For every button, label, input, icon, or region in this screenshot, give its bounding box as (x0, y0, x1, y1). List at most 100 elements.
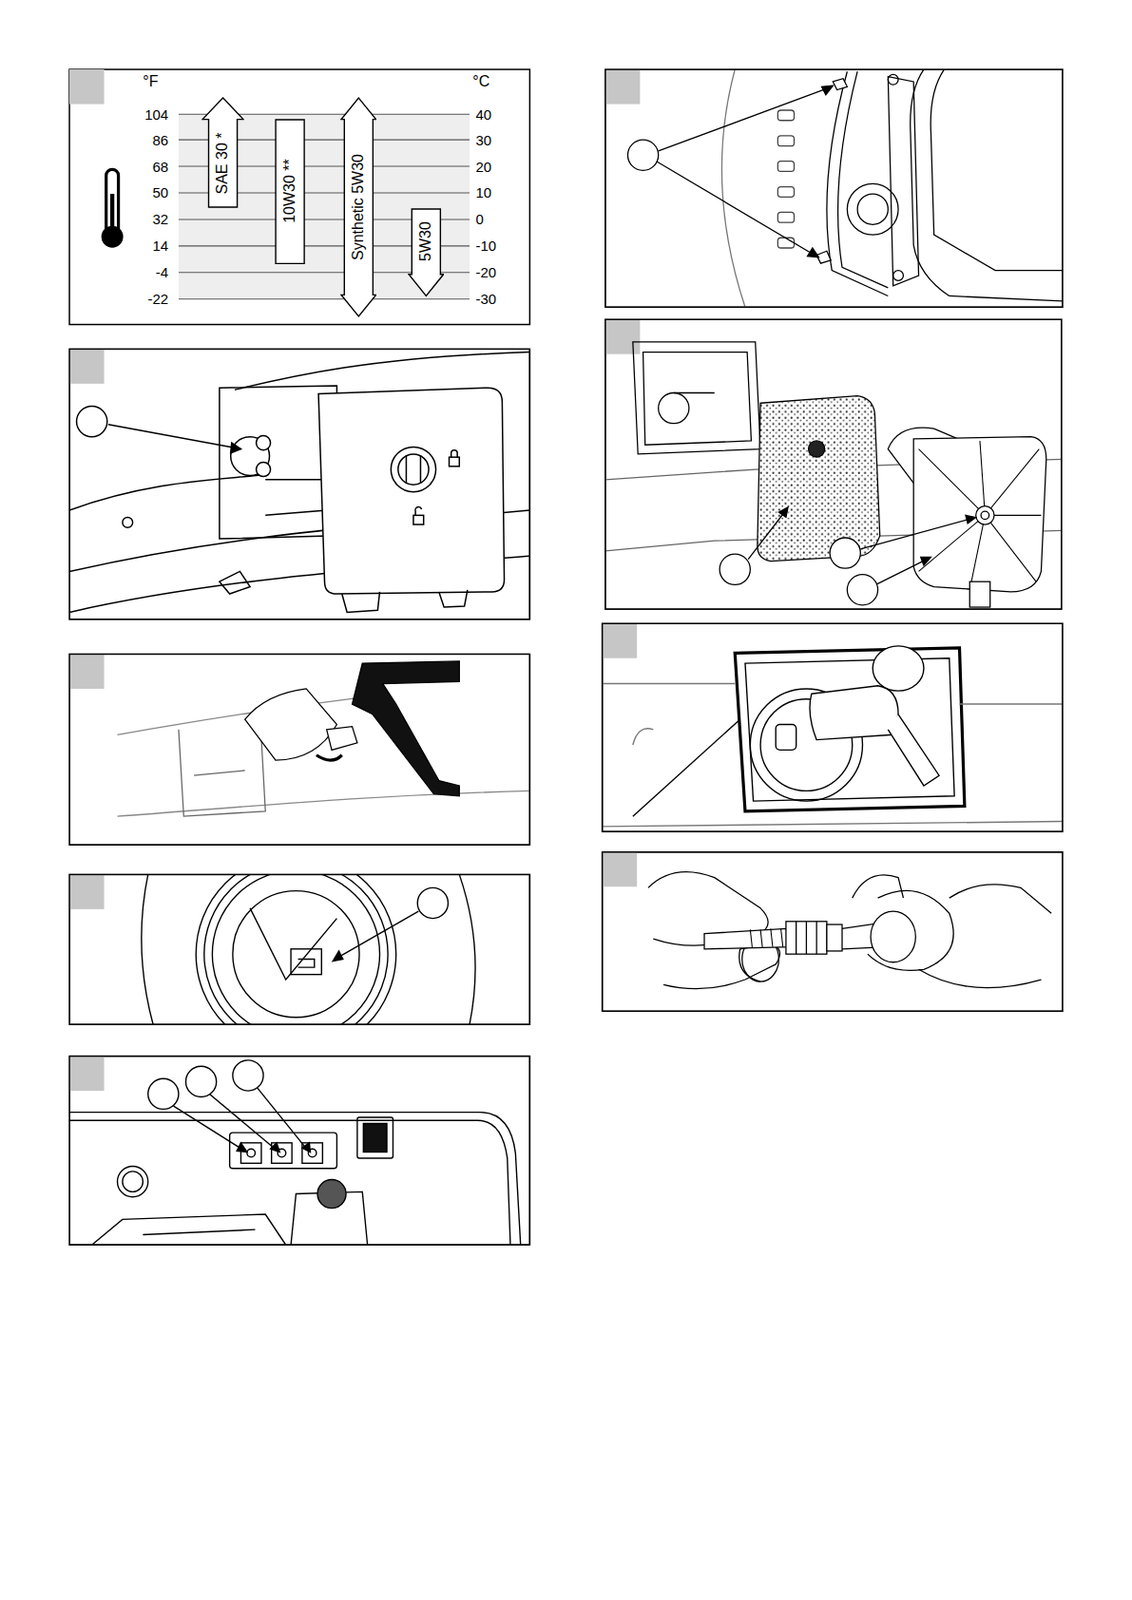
unit-label: °F (142, 74, 158, 90)
temperature-value: -4 (155, 265, 169, 280)
illustration-part (749, 928, 783, 948)
illustration-part (777, 187, 794, 198)
illustration-part (887, 714, 940, 787)
illustration-part (976, 506, 995, 525)
illustration-part (290, 949, 322, 976)
illustration-part (332, 951, 344, 962)
oil-cap-panel (69, 348, 530, 620)
illustration-part (980, 511, 990, 520)
temperature-value: 14 (153, 238, 170, 253)
oil-filling-panel (69, 653, 530, 845)
illustration-part (826, 71, 888, 296)
illustration-part (777, 110, 794, 249)
illustration-part (656, 161, 815, 256)
illustration-part (920, 556, 932, 566)
illustration-part (117, 1167, 149, 1198)
illustration-part (605, 319, 641, 355)
illustration-part (398, 454, 429, 485)
temperature-value: -30 (475, 291, 497, 307)
oil-range-arrow: SAE 30 * (201, 96, 245, 209)
cover-clips-panel (605, 69, 1063, 307)
illustration-part (69, 653, 530, 845)
unit-label: °C (472, 74, 490, 90)
illustration-part (142, 1229, 255, 1235)
illustration-part (69, 874, 105, 910)
illustration-part (69, 474, 266, 511)
illustration-part (302, 1143, 323, 1164)
illustration-part (919, 441, 1042, 591)
illustration-part (867, 890, 954, 971)
illustration-part (459, 874, 476, 1025)
illustration-part (69, 1056, 105, 1093)
temperature-value: -10 (475, 238, 497, 253)
illustration-part (757, 396, 881, 562)
oil-range-arrow: Synthetic 5W30 (340, 96, 378, 318)
illustration-part (69, 69, 105, 105)
illustration-part (211, 874, 380, 1025)
illustration-part (721, 69, 746, 307)
illustration-part (749, 929, 752, 948)
temperature-value: 86 (153, 133, 170, 148)
illustration-part (919, 449, 986, 517)
illustration-part (627, 139, 658, 171)
illustration-part (122, 1171, 143, 1192)
control-panel (69, 1056, 530, 1247)
illustration-part (352, 661, 461, 797)
illustration-part (69, 1120, 511, 1246)
illustration-part (829, 537, 861, 569)
illustration-part (760, 929, 763, 948)
illustration-part (910, 69, 1063, 302)
illustration-part (770, 928, 773, 947)
illustration-part (984, 449, 1039, 517)
illustration-part (806, 248, 819, 258)
illustration-part (930, 69, 1063, 271)
illustration-part (872, 646, 924, 691)
illustration-part (852, 875, 904, 899)
spark-plug-access-panel (602, 623, 1063, 832)
illustration-part (648, 872, 768, 935)
illustration-part (786, 921, 827, 955)
fill-neck-panel (69, 874, 530, 1025)
arrow-shape (408, 209, 444, 296)
illustration-part (117, 790, 531, 817)
illustration-part (247, 1149, 256, 1158)
illustration-part (887, 76, 919, 287)
illustration-part (232, 891, 360, 1018)
illustration-part (256, 436, 271, 451)
illustration-part (605, 319, 1062, 610)
illustration-part (69, 348, 530, 620)
oil-grade-label: 10W30 ** (282, 159, 298, 225)
illustration-part (808, 441, 826, 458)
illustration-part (605, 69, 641, 105)
temperature-value: 20 (475, 159, 492, 174)
illustration-part (185, 1066, 216, 1097)
illustration-part (449, 457, 461, 467)
illustration-part (417, 887, 448, 919)
illustration-part (110, 193, 115, 233)
illustration-part (605, 69, 1063, 307)
illustration-part (602, 683, 736, 685)
illustration-part (357, 1117, 394, 1159)
illustration-part (602, 623, 638, 659)
illustration-part (781, 928, 784, 947)
temperature-value: 50 (153, 185, 170, 200)
illustration-part (913, 437, 1047, 593)
illustration-part (605, 69, 1063, 307)
illustration-part (141, 874, 154, 1025)
temperature-value: 68 (153, 159, 170, 174)
illustration-part (420, 455, 423, 484)
illustration-part (959, 703, 1063, 705)
illustration-part (195, 874, 396, 1025)
illustration-part (860, 518, 972, 550)
illustration-part (318, 387, 504, 595)
illustration-part (69, 348, 105, 384)
illustration-part (209, 1093, 278, 1152)
illustration-part (602, 852, 638, 888)
illustration-part (643, 352, 752, 446)
illustration-part (602, 623, 1063, 832)
temperature-value: 40 (475, 107, 492, 122)
illustration-part (245, 689, 338, 761)
illustration-part (69, 1056, 530, 1247)
illustration-part (919, 969, 1042, 988)
